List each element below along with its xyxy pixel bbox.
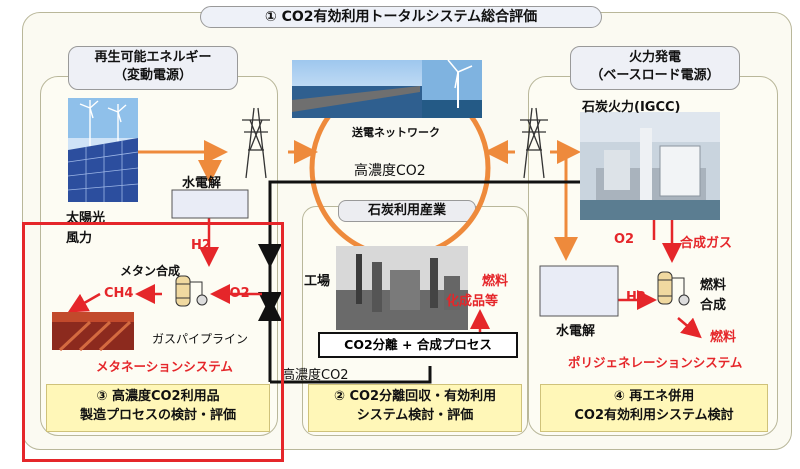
footer-box-2: ② CO2分離回収・有効利用 システム検討・評価 bbox=[308, 384, 522, 432]
co2-label-left: CO2 bbox=[220, 286, 250, 301]
overall-title: ① CO2有効利用トータルシステム総合評価 bbox=[200, 6, 602, 28]
methane-synthesis-label: メタン合成 bbox=[120, 264, 181, 278]
pipeline-label: ガスパイプライン bbox=[152, 332, 249, 346]
chemical-label: 化成品等 bbox=[446, 294, 499, 309]
electrolysis-label-right: 水電解 bbox=[556, 324, 596, 339]
factory-label: 工場 bbox=[304, 274, 331, 289]
red-arrows bbox=[67, 193, 702, 339]
footer-box-4: ④ 再エネ併用 CO2有効利用システム検討 bbox=[540, 384, 768, 432]
process-box: CO2分離 + 合成プロセス bbox=[318, 332, 518, 358]
footer-4-line1: ④ 再エネ併用 bbox=[613, 389, 695, 404]
industry-title: 石炭利用産業 bbox=[338, 200, 476, 222]
highlight-frame bbox=[22, 222, 284, 462]
left-title-line1: 再生可能エネルギー bbox=[94, 50, 212, 65]
power-plant-image bbox=[580, 112, 720, 220]
pipeline-image bbox=[52, 312, 134, 352]
footer-2-line2: システム検討・評価 bbox=[356, 408, 474, 423]
power-lines bbox=[138, 140, 581, 261]
footer-2-line1: ② CO2分離回収・有効利用 bbox=[333, 389, 497, 404]
footer-3-line2: 製造プロセスの検討・評価 bbox=[79, 408, 236, 423]
right-title: 火力発電 （ベースロード電源） bbox=[570, 46, 740, 90]
methanation-system-label: メタネーションシステム bbox=[96, 359, 233, 374]
electrolyzer-right bbox=[539, 265, 619, 317]
footer-3-line1: ③ 高濃度CO2利用品 bbox=[96, 389, 220, 404]
left-title: 再生可能エネルギー （変動電源） bbox=[68, 46, 238, 90]
offshore-image bbox=[292, 59, 482, 118]
wind-label: 風力 bbox=[66, 231, 93, 246]
fuel-synthesis-label-2: 合成 bbox=[700, 298, 727, 313]
fuel-out-label: 燃料 bbox=[710, 330, 737, 345]
syngas-label: 合成ガス bbox=[680, 236, 733, 251]
fuel-synthesis-label-1: 燃料 bbox=[700, 278, 727, 293]
solar-wind-image bbox=[67, 98, 139, 202]
polygeneration-system-label: ポリジェネレーションシステム bbox=[568, 355, 743, 370]
right-title-line1: 火力発電 bbox=[628, 50, 681, 65]
footer-box-3: ③ 高濃度CO2利用品 製造プロセスの検討・評価 bbox=[46, 384, 270, 432]
electrolyzer-left bbox=[171, 189, 249, 219]
igcc-label: 石炭火力(IGCC) bbox=[582, 100, 681, 115]
methane-reactor bbox=[175, 275, 208, 307]
h2-label-right: H2 bbox=[626, 290, 646, 305]
left-title-line2: （変動電源） bbox=[113, 68, 192, 83]
right-title-line2: （ベースロード電源） bbox=[590, 68, 720, 83]
ch4-label: CH4 bbox=[104, 286, 134, 301]
fuel-reactor bbox=[657, 271, 690, 306]
grid-label: 送電ネットワーク bbox=[352, 126, 440, 139]
high-co2-label-top: 高濃度CO2 bbox=[354, 163, 426, 179]
electrolysis-label-left: 水電解 bbox=[182, 176, 222, 191]
h2-label-left: H2 bbox=[191, 238, 211, 253]
factory-image bbox=[336, 246, 468, 330]
high-co2-label-bottom: 高濃度CO2 bbox=[282, 368, 349, 383]
tower-right bbox=[520, 107, 548, 179]
o2-label: O2 bbox=[614, 232, 635, 247]
footer-4-line2: CO2有効利用システム検討 bbox=[574, 408, 734, 423]
fuel-label-center: 燃料 bbox=[482, 274, 509, 289]
tower-left bbox=[242, 107, 270, 179]
